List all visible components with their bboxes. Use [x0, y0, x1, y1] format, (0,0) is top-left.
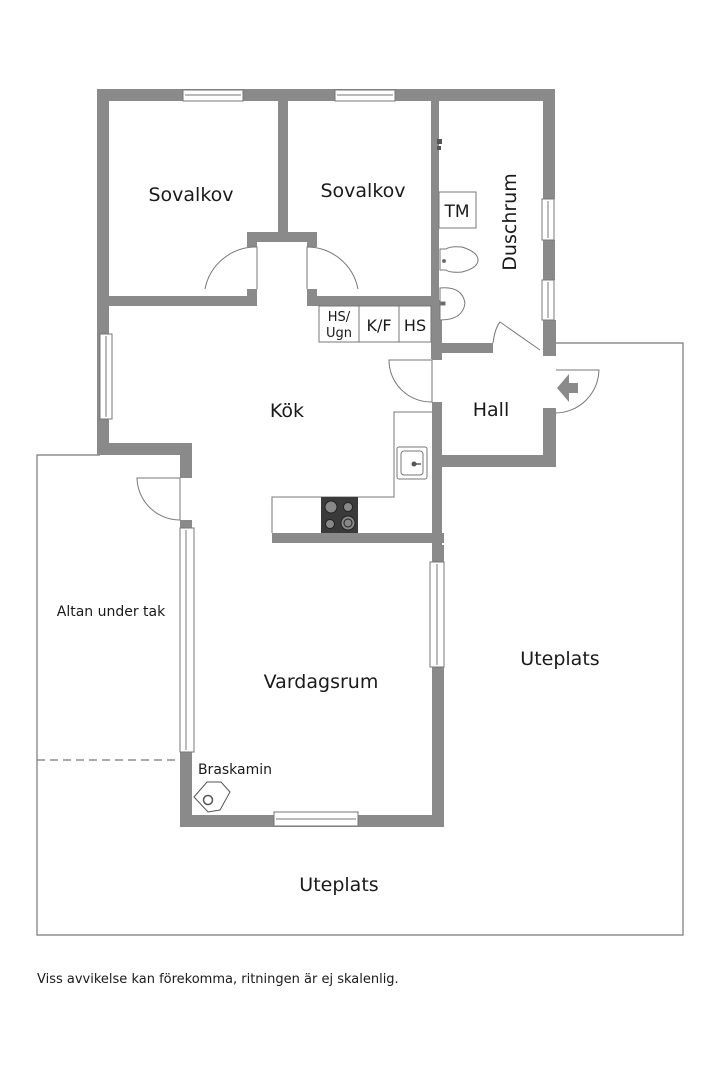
bathroom-fixtures	[437, 139, 479, 321]
bedroom-door-left	[204, 246, 258, 290]
window	[179, 527, 195, 753]
room-label-patio-bottom: Uteplats	[299, 874, 378, 896]
room-label-bedroom-2: Sovalkov	[320, 180, 405, 202]
appliance-row	[318, 305, 432, 343]
fixture-label-fireplace: Braskamin	[198, 762, 272, 778]
sink	[396, 446, 428, 480]
bedroom-door-right	[306, 246, 359, 290]
room-label-covered-deck: Altan under tak	[57, 604, 166, 620]
bathroom-door	[492, 321, 541, 351]
shower-head-icon	[437, 139, 442, 150]
hall-kitchen-door	[388, 359, 433, 403]
doors	[136, 246, 600, 521]
deck-door	[136, 477, 181, 521]
fixture-label-wardrobe-oven-top: HS/	[328, 310, 351, 325]
room-label-bathroom: Duschrum	[499, 173, 521, 270]
walls	[97, 89, 556, 827]
patio-outline	[36, 342, 684, 936]
outdoor-areas	[36, 342, 684, 936]
room-label-living-room: Vardagsrum	[264, 671, 379, 693]
disclaimer-text: Viss avvikelse kan förekomma, ritningen …	[37, 972, 399, 987]
fixture-label-washing-machine: TM	[443, 202, 469, 222]
windows	[99, 89, 555, 827]
washing-machine-box	[438, 191, 477, 229]
room-label-hall: Hall	[473, 399, 510, 421]
fixture-label-wardrobe-oven-bottom: Ugn	[326, 326, 352, 341]
room-labels: Sovalkov Sovalkov Duschrum Kök Hall Vard…	[57, 173, 600, 896]
washbasin-icon	[439, 287, 466, 321]
fixture-label-fridge-freezer: K/F	[366, 316, 391, 335]
entrance-arrow-icon	[557, 374, 578, 402]
stove-icon	[321, 497, 358, 533]
room-label-patio-right: Uteplats	[520, 648, 599, 670]
entrance-door	[555, 369, 600, 414]
room-label-bedroom-1: Sovalkov	[148, 184, 233, 206]
toilet-icon	[439, 246, 479, 273]
room-label-kitchen: Kök	[270, 400, 304, 422]
fireplace-icon	[193, 781, 231, 813]
fixture-label-wardrobe: HS	[404, 316, 426, 335]
fixture-labels: TM HS/ Ugn K/F HS Braskamin	[198, 202, 470, 778]
kitchen-counters	[271, 191, 477, 533]
